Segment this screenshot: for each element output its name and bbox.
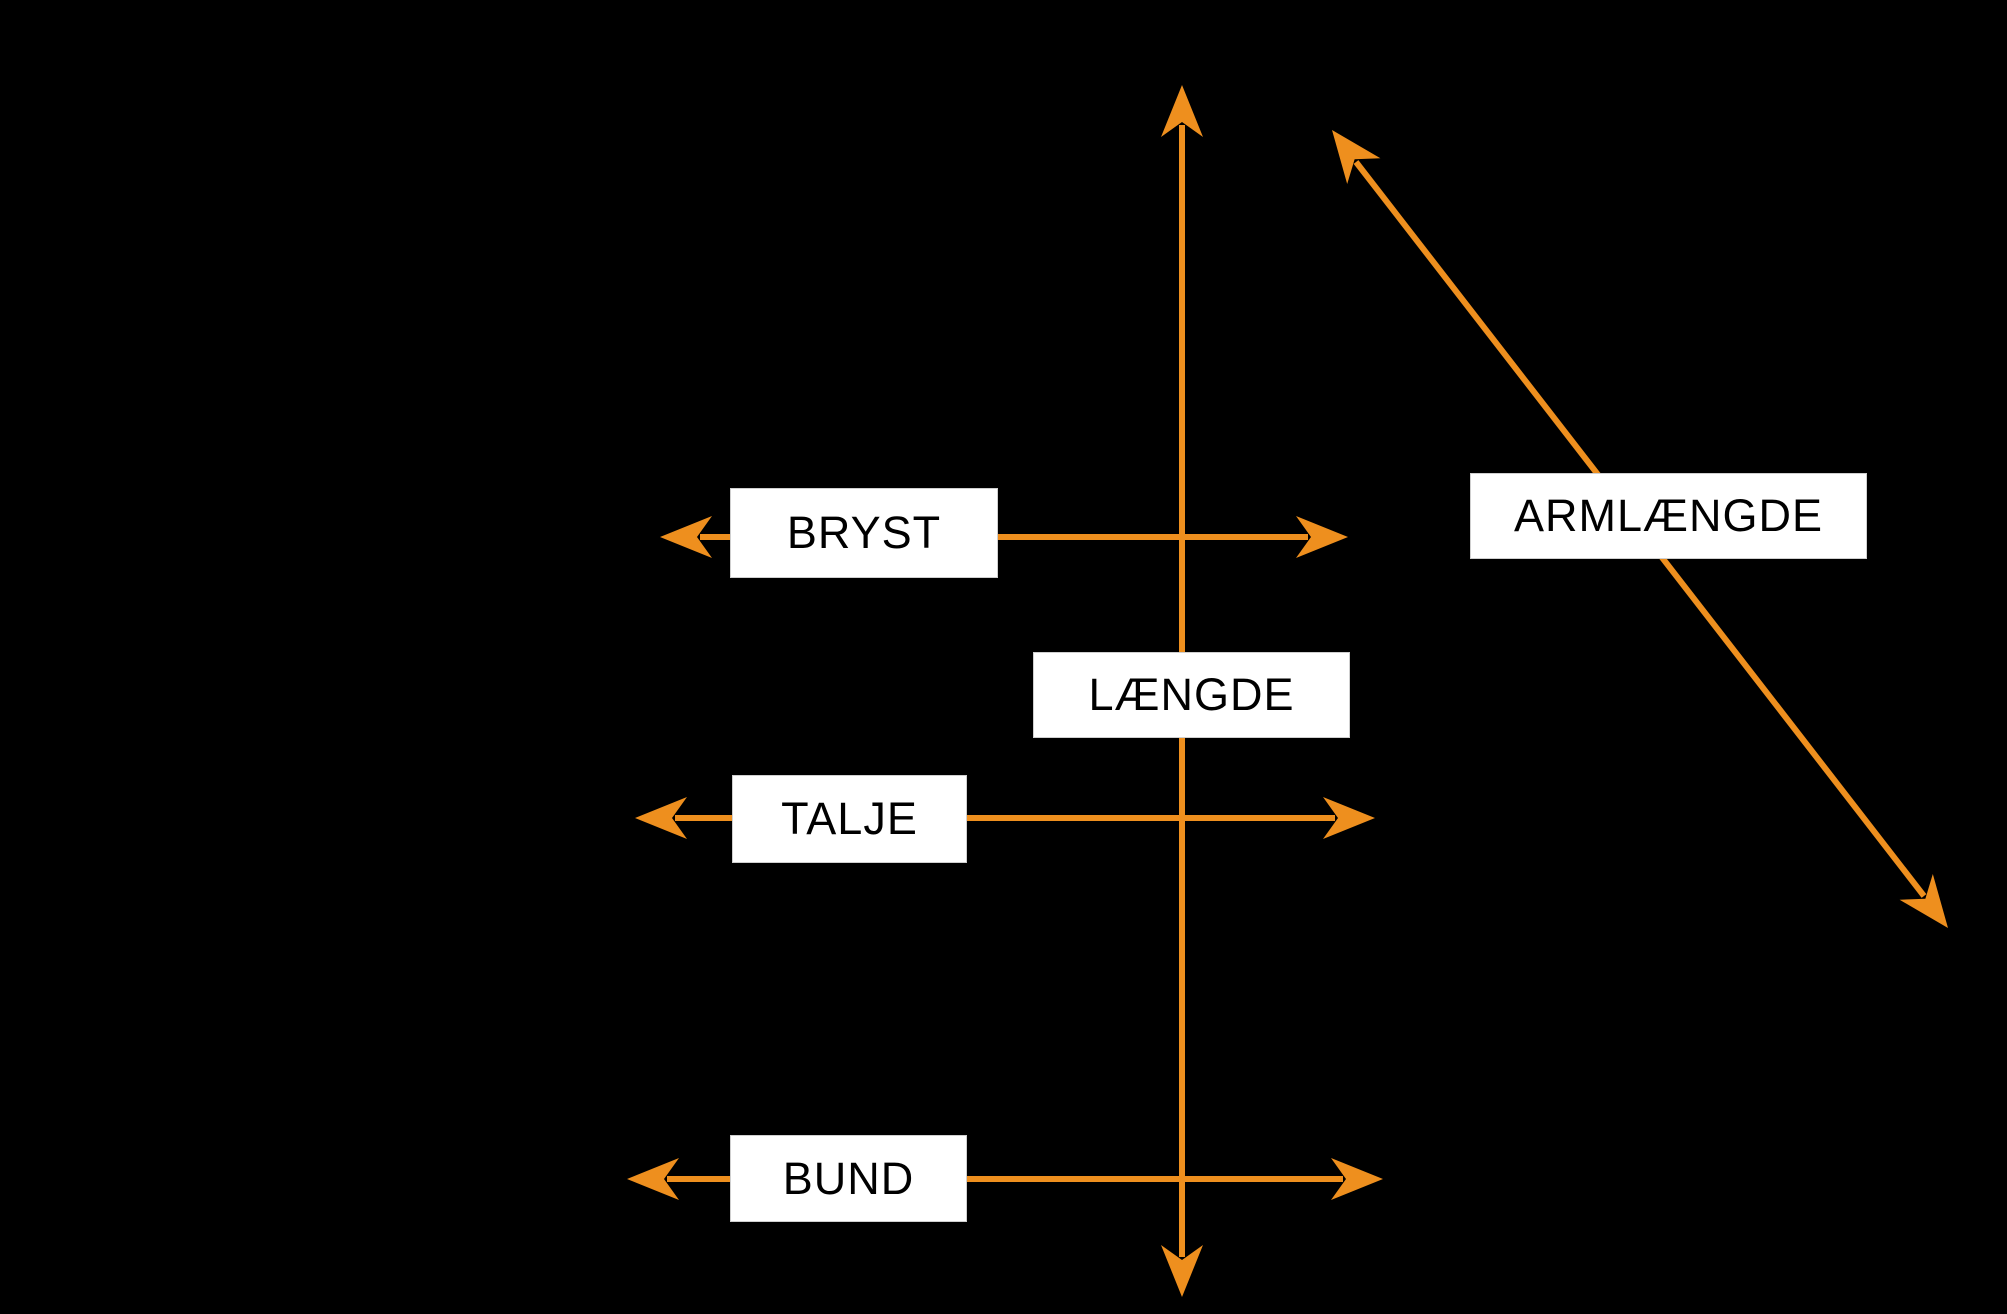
armlaengde-arrowhead-up-icon	[1315, 117, 1381, 184]
laengde-label: LÆNGDE	[1033, 652, 1350, 738]
bryst-label: BRYST	[730, 488, 998, 578]
armlaengde-arrowhead-down-icon	[1899, 874, 1965, 941]
bund-label: BUND	[730, 1135, 967, 1222]
armlaengde-label: ARMLÆNGDE	[1470, 473, 1867, 559]
talje-label: TALJE	[732, 775, 967, 863]
